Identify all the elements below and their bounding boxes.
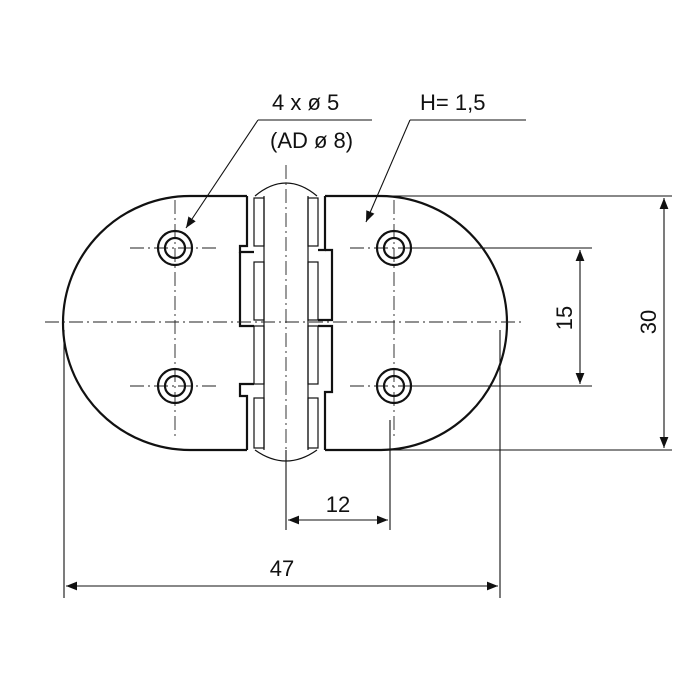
thickness-leader-line <box>365 119 526 223</box>
dim-center-distance-label: 12 <box>326 492 350 517</box>
center-lines <box>45 165 525 470</box>
screw-hole-top-right <box>375 229 413 267</box>
dim-width-label: 47 <box>270 556 294 581</box>
left-hinge-leaf <box>61 194 247 452</box>
dim-height-label: 30 <box>636 310 661 334</box>
hinge-knuckle <box>238 182 334 462</box>
hole-leader-line <box>185 119 372 229</box>
hole-count-label: 4 x ø 5 <box>272 90 339 115</box>
screw-hole-bottom-left <box>156 367 194 405</box>
screw-hole-bottom-right <box>375 367 413 405</box>
extension-lines <box>63 195 672 598</box>
dim-hole-spacing-label: 15 <box>552 306 577 330</box>
hole-outer-label: (AD ø 8) <box>270 128 353 153</box>
screw-hole-top-left <box>156 229 194 267</box>
right-hinge-leaf <box>325 194 509 452</box>
thickness-label: H= 1,5 <box>420 90 485 115</box>
